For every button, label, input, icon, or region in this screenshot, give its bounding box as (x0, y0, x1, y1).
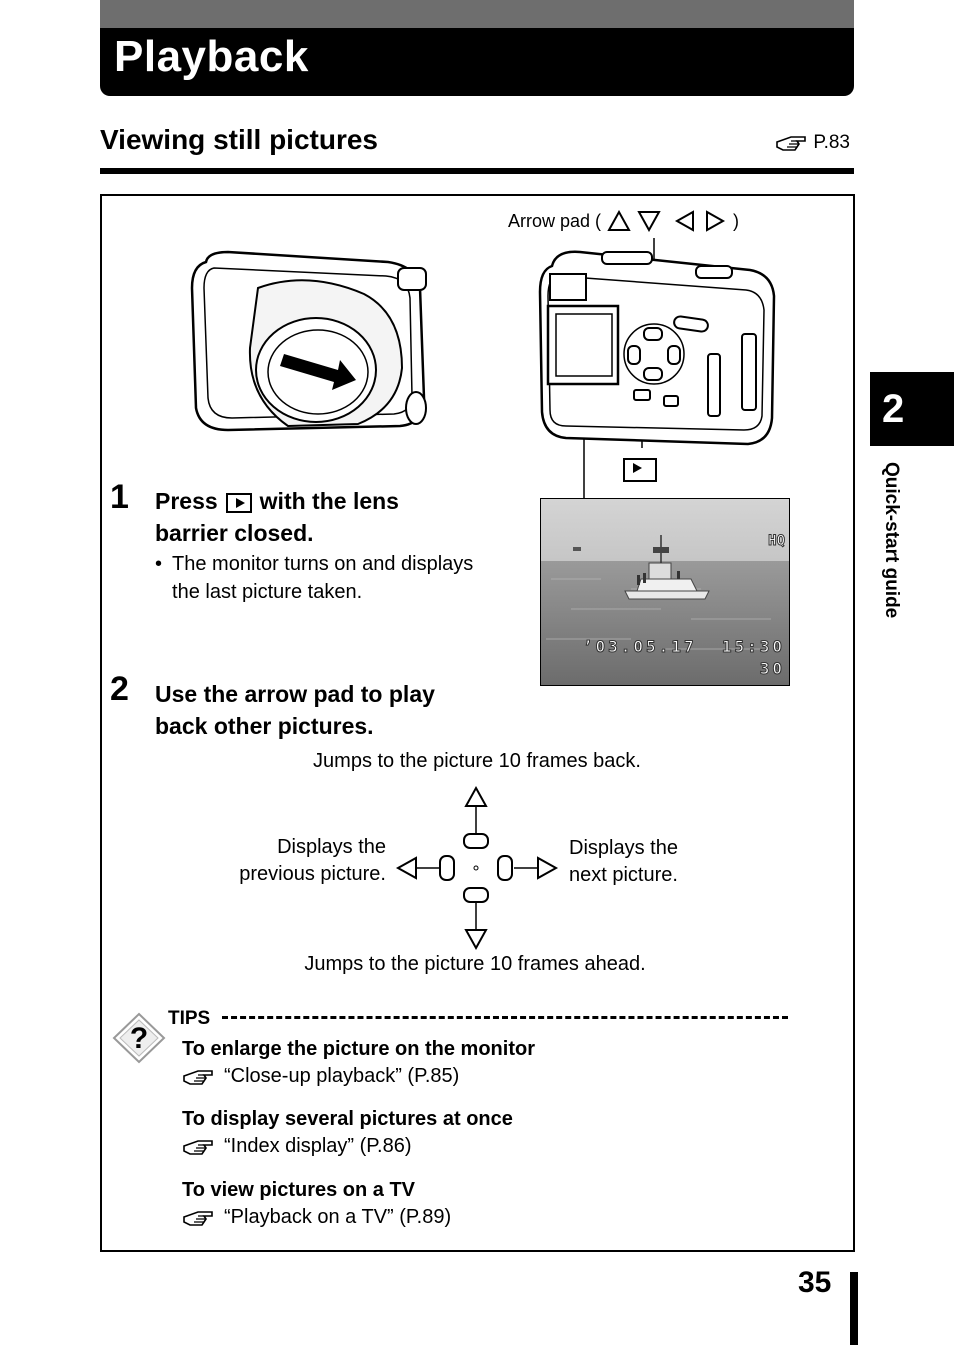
step-1-note: • The monitor turns on and displays the … (155, 550, 473, 606)
play-button-icon (225, 492, 252, 513)
tips-label: TIPS (168, 1008, 211, 1029)
step-2-text: Use the arrow pad to play back other pic… (155, 678, 435, 742)
arrow-right-icon (706, 210, 726, 232)
section-reference: P.83 (775, 132, 850, 154)
arrow-down-icon (637, 211, 661, 232)
step-2-line2: back other pictures. (155, 713, 374, 739)
boat-photo-image (541, 499, 789, 685)
camera-front-illustration (190, 250, 427, 432)
arrow-pad-label-end: ) (733, 210, 740, 231)
tip-heading: To display several pictures at once (182, 1108, 513, 1130)
svg-text:?: ? (130, 1022, 148, 1055)
arrow-pad-callout: Arrow pad ( ) (508, 210, 739, 232)
step-1-text: Press with the lens barrier closed. (155, 485, 505, 549)
pointing-hand-icon (183, 1069, 213, 1085)
tips-divider (222, 1016, 788, 1019)
step-1-text-line2: barrier closed. (155, 520, 314, 546)
pointing-hand-icon (183, 1139, 213, 1155)
arrow-left-line2: previous picture. (239, 863, 386, 885)
section-title: Viewing still pictures (100, 124, 379, 155)
monitor-photo: HQ ’03.05.17 15:30 30 (540, 498, 790, 686)
question-mark-icon: ? (112, 1012, 166, 1064)
pointing-hand-icon (183, 1210, 213, 1226)
step-1-note-line2: the last picture taken. (172, 581, 363, 603)
page-number-bar (850, 1272, 858, 1345)
step-1-text-before: Press (155, 488, 218, 514)
photo-quality: HQ (768, 533, 786, 550)
tip-item: To enlarge the picture on the monitor “C… (182, 1038, 535, 1088)
step-2-number: 2 (110, 670, 129, 708)
step-1-number: 1 (110, 478, 129, 516)
tip-heading: To view pictures on a TV (182, 1179, 416, 1201)
chapter-label-text: Quick-start guide (881, 462, 902, 619)
tip-heading: To enlarge the picture on the monitor (182, 1038, 535, 1060)
tip-reference: “Index display” (P.86) (182, 1135, 513, 1158)
step-1-text-after: with the lens (259, 488, 399, 514)
section-ref-text: P.83 (813, 132, 850, 153)
arrow-pad-label: Arrow pad ( (508, 210, 602, 231)
step-2-line1: Use the arrow pad to play (155, 681, 435, 707)
header-banner (100, 28, 854, 96)
arrow-up-icon (607, 210, 631, 231)
tip-reference: “Close-up playback” (P.85) (182, 1065, 535, 1088)
header-banner-top (100, 0, 854, 28)
arrow-pad-diagram (395, 785, 559, 951)
chapter-label: Quick-start guide (876, 462, 902, 672)
tip-reference-text: “Close-up playback” (P.85) (224, 1065, 460, 1087)
arrow-down-description: Jumps to the picture 10 frames ahead. (304, 953, 646, 975)
arrow-left-icon (675, 210, 695, 232)
content-box (100, 194, 855, 1252)
camera-back-illustration (538, 238, 776, 530)
bullet: • (155, 553, 163, 575)
arrow-left-line1: Displays the (277, 836, 386, 858)
play-button-icon (623, 458, 657, 482)
page-title: Playback (114, 32, 309, 81)
page-number: 35 (798, 1266, 832, 1299)
photo-frame-count: 30 (759, 659, 785, 679)
arrow-up-description: Jumps to the picture 10 frames back. (313, 750, 641, 772)
arrow-left-description: Displays the previous picture. (239, 834, 386, 888)
tip-reference: “Playback on a TV” (P.89) (182, 1206, 451, 1229)
arrow-right-line2: next picture. (569, 864, 678, 886)
tip-item: To view pictures on a TV “Playback on a … (182, 1179, 451, 1229)
step-1-note-line1: The monitor turns on and displays (172, 553, 474, 575)
tip-item: To display several pictures at once “Ind… (182, 1108, 513, 1158)
chapter-tab: 2 (870, 372, 954, 446)
photo-datetime: ’03.05.17 15:30 (582, 637, 785, 657)
section-rule (100, 168, 854, 174)
tip-reference-text: “Index display” (P.86) (224, 1135, 412, 1157)
arrow-right-description: Displays the next picture. (569, 835, 678, 889)
arrow-right-line1: Displays the (569, 837, 678, 859)
pointing-hand-icon (776, 136, 807, 151)
tip-reference-text: “Playback on a TV” (P.89) (224, 1206, 452, 1228)
